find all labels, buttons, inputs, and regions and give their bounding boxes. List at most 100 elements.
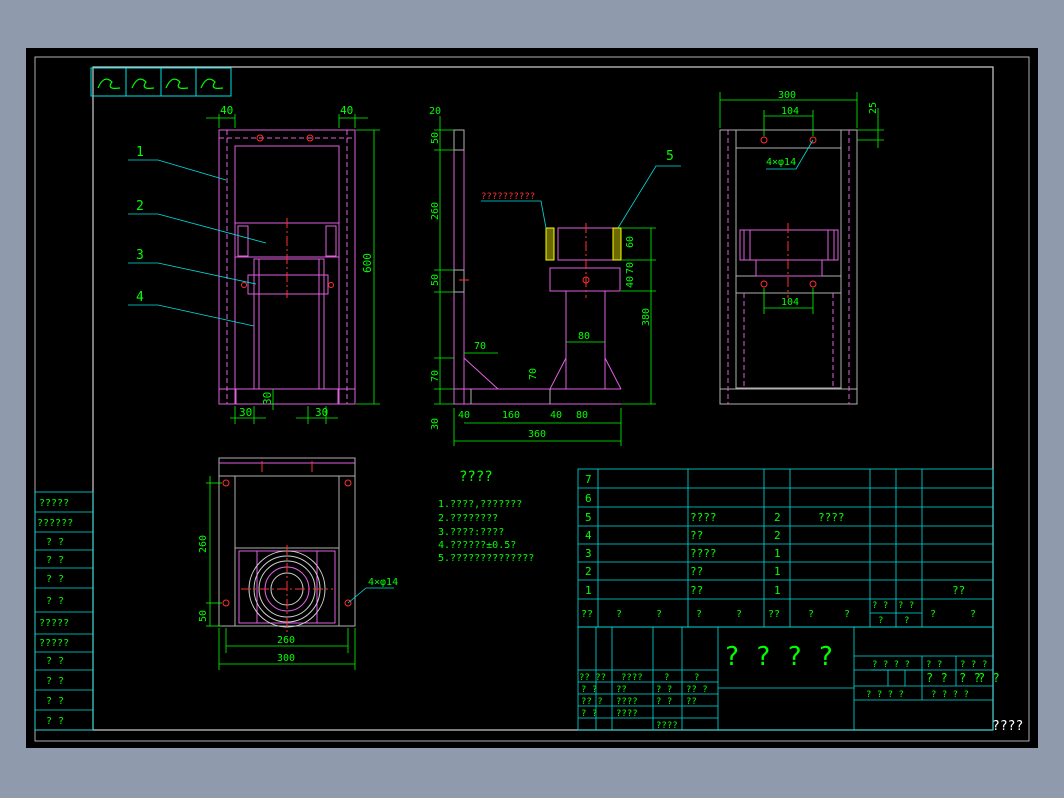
dim-top-w300: 300 — [277, 653, 295, 664]
rev-cell-11: ? ? — [46, 696, 64, 707]
rev-cell-7: ????? — [39, 618, 69, 629]
bom-no-4: 4 — [585, 529, 592, 542]
technical-notes: ???? 1.????,??????? 2.???????? 3.????:??… — [438, 469, 534, 564]
callout-5: 5 — [666, 149, 674, 164]
bom-header-9: ? ? — [898, 601, 914, 611]
bom-header-2: ? — [656, 609, 662, 620]
tb-left-11: ?? — [686, 697, 697, 707]
dim-top-h50: 50 — [198, 610, 209, 622]
dim-side-h1: 70 — [474, 341, 486, 352]
bom-qty-1: 1 — [774, 584, 781, 597]
note-line-5: 5.?????????????? — [438, 553, 534, 564]
bom-header-4: ? — [736, 609, 742, 620]
bom-name-3: ???? — [690, 547, 717, 560]
tb-left-0: ?? ?? — [579, 673, 606, 683]
bom-name-2: ?? — [690, 565, 703, 578]
right-hole-note: 4×φ14 — [766, 157, 796, 168]
note-line-2: 2.???????? — [438, 513, 498, 524]
bom-name-1: ?? — [690, 584, 703, 597]
bom-table: 7 6 5 4 3 2 1 ???? ?? ???? ?? ?? 2 2 1 1… — [577, 468, 994, 628]
rev-cell-6: ? ? — [46, 596, 64, 607]
tb-right-mid-2: ? ? — [978, 671, 1000, 685]
tb-right-mid-1: ? ? — [959, 671, 981, 685]
tb-left-1: ???? — [621, 673, 643, 683]
tb-left-2: ? — [664, 673, 669, 683]
dim-side-r2: 70 — [625, 262, 636, 274]
bom-material-5: ???? — [818, 511, 845, 524]
bom-no-7: 7 — [585, 473, 592, 486]
callout-4: 4 — [136, 290, 144, 305]
dim-side-v4: 70 — [430, 370, 441, 382]
rev-cell-1: ????? — [39, 498, 69, 509]
top-hole-note: 4×φ14 — [368, 577, 398, 588]
bom-qty-4: 2 — [774, 529, 781, 542]
rev-cell-9: ? ? — [46, 656, 64, 667]
dim-side-bot: 30 — [430, 418, 441, 430]
rev-cell-3: ? ? — [46, 537, 64, 548]
side-view: 20 50 260 50 70 30 70 70 40 160 40 80 36… — [429, 106, 681, 446]
notes-title: ???? — [459, 469, 493, 485]
dim-front-bot-left: 30 — [239, 406, 252, 419]
bom-header-8: ? ? — [872, 601, 888, 611]
outer-frame — [34, 56, 1030, 742]
revision-column: ????? ?????? ? ? ? ? ? ? ? ? ????? ?????… — [34, 491, 94, 731]
dim-right-bottom: 104 — [781, 297, 799, 308]
dim-side-v1: 50 — [430, 132, 441, 144]
bom-header-12: ? — [930, 609, 936, 620]
bom-no-3: 3 — [585, 547, 592, 560]
top-view: 260 50 260 300 4×φ14 — [198, 457, 398, 670]
front-view: 40 40 600 30 30 30 1 2 3 4 — [128, 104, 380, 424]
dim-side-h2: 70 — [528, 368, 539, 380]
tb-left-13: ???? — [616, 709, 638, 719]
dim-front-height: 600 — [361, 253, 374, 273]
dim-side-r4: 380 — [641, 308, 652, 326]
tb-left-8: ?? ? — [581, 697, 603, 707]
dim-side-r1: 60 — [625, 236, 636, 248]
dim-side-b1: 40 — [458, 410, 470, 421]
dim-side-r3: 40 — [625, 276, 636, 288]
bom-no-1: 1 — [585, 584, 592, 597]
dim-side-total: 360 — [528, 429, 546, 440]
bom-qty-2: 1 — [774, 565, 781, 578]
tb-right-top-2: ? ? — [960, 660, 976, 670]
bom-qty-3: 1 — [774, 547, 781, 560]
cad-drawing: 40 40 600 30 30 30 1 2 3 4 — [34, 56, 1030, 742]
rev-cell-8: ????? — [39, 638, 69, 649]
dim-side-b2: 160 — [502, 410, 520, 421]
bom-header-5: ?? — [768, 609, 780, 620]
dim-side-v2: 260 — [430, 202, 441, 220]
rev-cell-10: ? ? — [46, 676, 64, 687]
dim-side-v3: 50 — [430, 274, 441, 286]
dim-top-height: 260 — [198, 535, 209, 553]
tb-right-top-1: ? ? — [926, 660, 942, 670]
right-view: 300 104 25 104 4×φ14 — [719, 90, 884, 405]
rev-cell-12: ? ? — [46, 716, 64, 727]
dim-top-w260: 260 — [277, 635, 295, 646]
tb-left-4: ? ? — [581, 685, 597, 695]
tb-left-10: ? ? — [656, 697, 672, 707]
dim-front-bot-right: 30 — [315, 406, 328, 419]
bom-qty-5: 2 — [774, 511, 781, 524]
side-red-note: ?????????? — [481, 192, 535, 202]
callout-2: 2 — [136, 199, 144, 214]
bom-header-3: ? — [696, 609, 702, 620]
top-left-symbols — [90, 67, 232, 97]
inner-frame — [92, 66, 994, 731]
bom-header-1: ? — [616, 609, 622, 620]
drawing-title: ? ? ? ? — [724, 642, 834, 672]
tb-right-bot-0: ? ? ? ? — [866, 690, 904, 700]
note-line-4: 4.??????±0.5? — [438, 540, 516, 551]
dim-side-b4: 80 — [576, 410, 588, 421]
dim-front-top-right: 40 — [340, 104, 353, 117]
dim-side-b3: 40 — [550, 410, 562, 421]
bom-note-1: ?? — [952, 584, 965, 597]
bom-name-4: ?? — [690, 529, 703, 542]
corner-text: ???? — [992, 719, 1023, 734]
tb-left-7: ?? ? — [686, 685, 708, 695]
rev-cell-4: ? ? — [46, 555, 64, 566]
bom-no-2: 2 — [585, 565, 592, 578]
dim-front-bot-mid: 30 — [261, 392, 274, 405]
tb-left-12: ? ? — [581, 709, 597, 719]
tb-right-top-3: ? — [982, 660, 987, 670]
tb-right-top-0: ? ? ? ? — [872, 660, 910, 670]
